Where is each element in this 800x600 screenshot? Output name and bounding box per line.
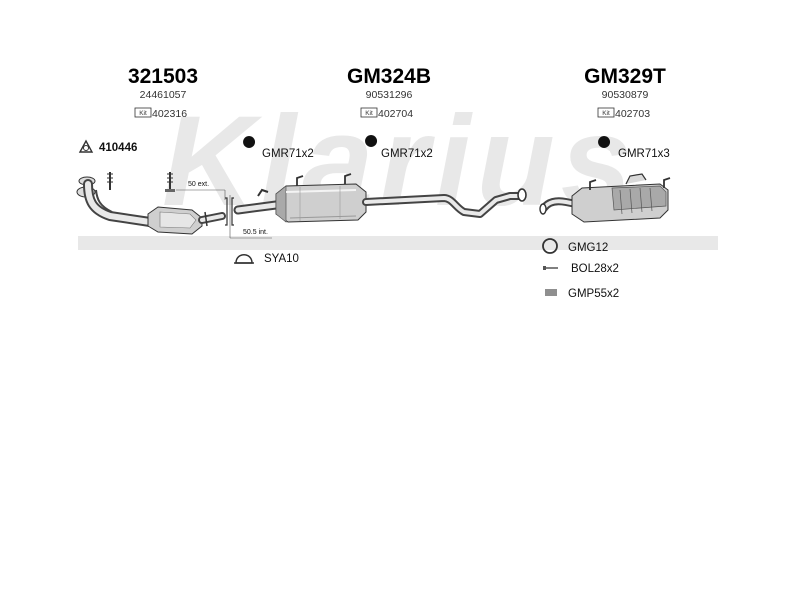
group-2-header: GM324B 90531296 Kit 402704 xyxy=(347,65,431,120)
spring-callout: GMP55x2 xyxy=(545,288,619,300)
mount-callout-2: GMR71x2 xyxy=(365,135,433,160)
mount-part-label-3: GMR71x3 xyxy=(618,148,670,160)
hanger-icon xyxy=(257,188,269,197)
downpipe-second xyxy=(95,189,113,213)
dimension-markers: 50 ext. 50.5 int. xyxy=(176,181,272,239)
spring-icon xyxy=(545,289,557,296)
kit-number-1: 402316 xyxy=(152,108,187,120)
pipe-end-icon xyxy=(517,188,527,202)
watermark-bar xyxy=(78,236,718,250)
kit-icon xyxy=(360,107,378,118)
gasket-part-label: 410446 xyxy=(99,142,137,154)
hanger-icon xyxy=(663,177,671,188)
middle-silencer-assembly xyxy=(233,173,527,223)
dim-label-ext: 50 ext. xyxy=(188,181,209,188)
rear-silencer-assembly xyxy=(539,173,671,223)
mount-part-label-1: GMR71x2 xyxy=(262,148,314,160)
rubber-mount-icon xyxy=(365,135,378,147)
bolt-part-label: BOL28x2 xyxy=(571,263,619,275)
clamp-icon xyxy=(235,254,253,264)
ring-part-label: GMG12 xyxy=(568,242,608,254)
silencer-end-cap xyxy=(275,185,287,223)
tailpipe xyxy=(625,173,647,185)
pipe-end-icon xyxy=(539,203,547,215)
kit-icon xyxy=(597,107,615,118)
ref-number-1: 24461057 xyxy=(140,89,187,101)
ring-callout: GMG12 xyxy=(542,238,608,254)
ref-number-3: 90530879 xyxy=(602,89,649,101)
clamp-callout: SYA10 xyxy=(234,253,299,265)
hanger-icon xyxy=(589,179,597,190)
kit-number-2: 402704 xyxy=(378,108,413,120)
rear-silencer-top xyxy=(611,185,667,211)
ref-number-2: 90531296 xyxy=(366,89,413,101)
middle-inlet-pipe-inner xyxy=(235,202,279,213)
sealing-ring-icon xyxy=(542,238,558,254)
rubber-mount-icon xyxy=(243,136,256,148)
stud-icon xyxy=(107,172,175,192)
hanger-icon xyxy=(344,173,352,184)
joint-bracket-icon xyxy=(231,197,234,226)
kit-label-3: Kit xyxy=(602,110,610,117)
hanger-icon xyxy=(296,175,304,186)
kit-icon xyxy=(134,107,152,118)
front-pipe-assembly xyxy=(76,172,226,235)
part-number-2: GM324B xyxy=(347,65,431,88)
mount-callout-3: GMR71x3 xyxy=(598,136,670,160)
rubber-mount-icon xyxy=(598,136,611,148)
gasket-callout: 410446 xyxy=(78,139,137,154)
gasket-hole-icon xyxy=(83,145,89,151)
bolt-callout: BOL28x2 xyxy=(543,263,619,275)
mount-part-label-2: GMR71x2 xyxy=(381,148,433,160)
clamp-band-icon xyxy=(204,211,208,227)
spring-part-label: GMP55x2 xyxy=(568,288,619,300)
mount-callout-1: GMR71x2 xyxy=(243,136,314,160)
joint-bracket-icon xyxy=(225,197,228,226)
clamp-part-label: SYA10 xyxy=(264,253,299,265)
kit-label-1: Kit xyxy=(139,110,147,117)
dim-label-int: 50.5 int. xyxy=(243,229,268,236)
part-number-3: GM329T xyxy=(584,65,666,88)
kit-number-3: 402703 xyxy=(615,108,650,120)
part-number-1: 321503 xyxy=(128,65,198,88)
group-3-header: GM329T 90530879 Kit 402703 xyxy=(584,65,666,120)
cat-highlight xyxy=(159,211,197,229)
downpipe-inner xyxy=(85,181,153,225)
group-1-header: 321503 24461057 Kit 402316 xyxy=(128,65,198,120)
intermediate-pipe-inner xyxy=(364,194,524,216)
kit-label-2: Kit xyxy=(365,110,373,117)
